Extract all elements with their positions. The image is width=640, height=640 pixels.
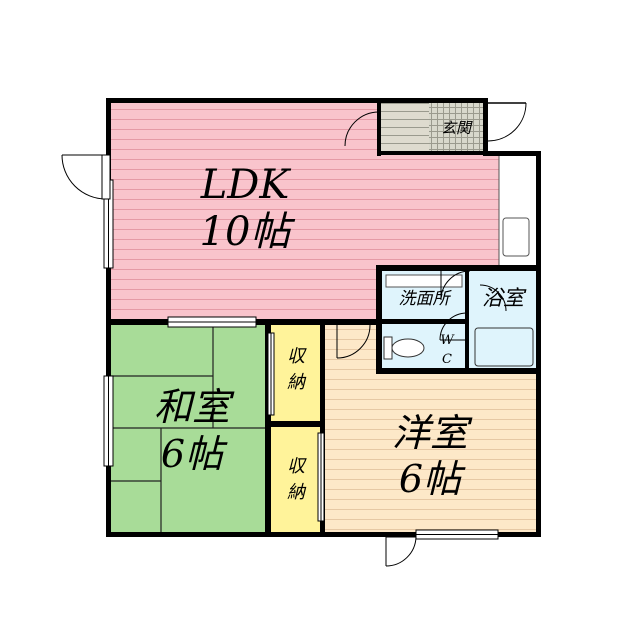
yoshitsu-room bbox=[324, 371, 538, 533]
yoshitsu-room-notch bbox=[324, 325, 378, 371]
storage-1-label-a: 収 bbox=[287, 346, 307, 367]
ldk-size-label: 10帖 bbox=[200, 209, 296, 255]
toilet bbox=[383, 336, 425, 360]
yoshitsu-size-label: 6帖 bbox=[399, 457, 466, 501]
wc-label-c: C bbox=[442, 352, 452, 367]
storage-2 bbox=[271, 427, 321, 533]
washitsu-room bbox=[109, 325, 265, 533]
wc-label-w: W bbox=[440, 333, 455, 348]
ldk-label: LDK bbox=[200, 162, 292, 208]
storage-1 bbox=[271, 325, 321, 422]
ldk-room bbox=[109, 101, 379, 321]
storage-2-label-a: 収 bbox=[287, 456, 307, 477]
wash-basin bbox=[385, 274, 463, 288]
ldk-room-ext bbox=[379, 152, 499, 269]
yokushitsu-label: 浴室 bbox=[482, 286, 527, 310]
shoe-cabinet bbox=[381, 103, 429, 151]
windows bbox=[103, 179, 499, 540]
bathtub bbox=[474, 327, 534, 367]
storage-1-label-b: 納 bbox=[287, 372, 307, 393]
tatami-lines bbox=[109, 325, 265, 533]
washitsu-label: 和室 bbox=[154, 385, 235, 429]
senmenjo-label: 洗面所 bbox=[399, 289, 453, 309]
yoshitsu-label: 洋室 bbox=[392, 411, 473, 455]
washitsu-size-label: 6帖 bbox=[161, 432, 228, 476]
genkan-label: 玄関 bbox=[441, 119, 473, 137]
storage-2-label-b: 納 bbox=[287, 482, 307, 503]
genkan-floor bbox=[429, 103, 483, 151]
kitchen-sink bbox=[502, 217, 530, 257]
doors bbox=[61, 102, 527, 567]
